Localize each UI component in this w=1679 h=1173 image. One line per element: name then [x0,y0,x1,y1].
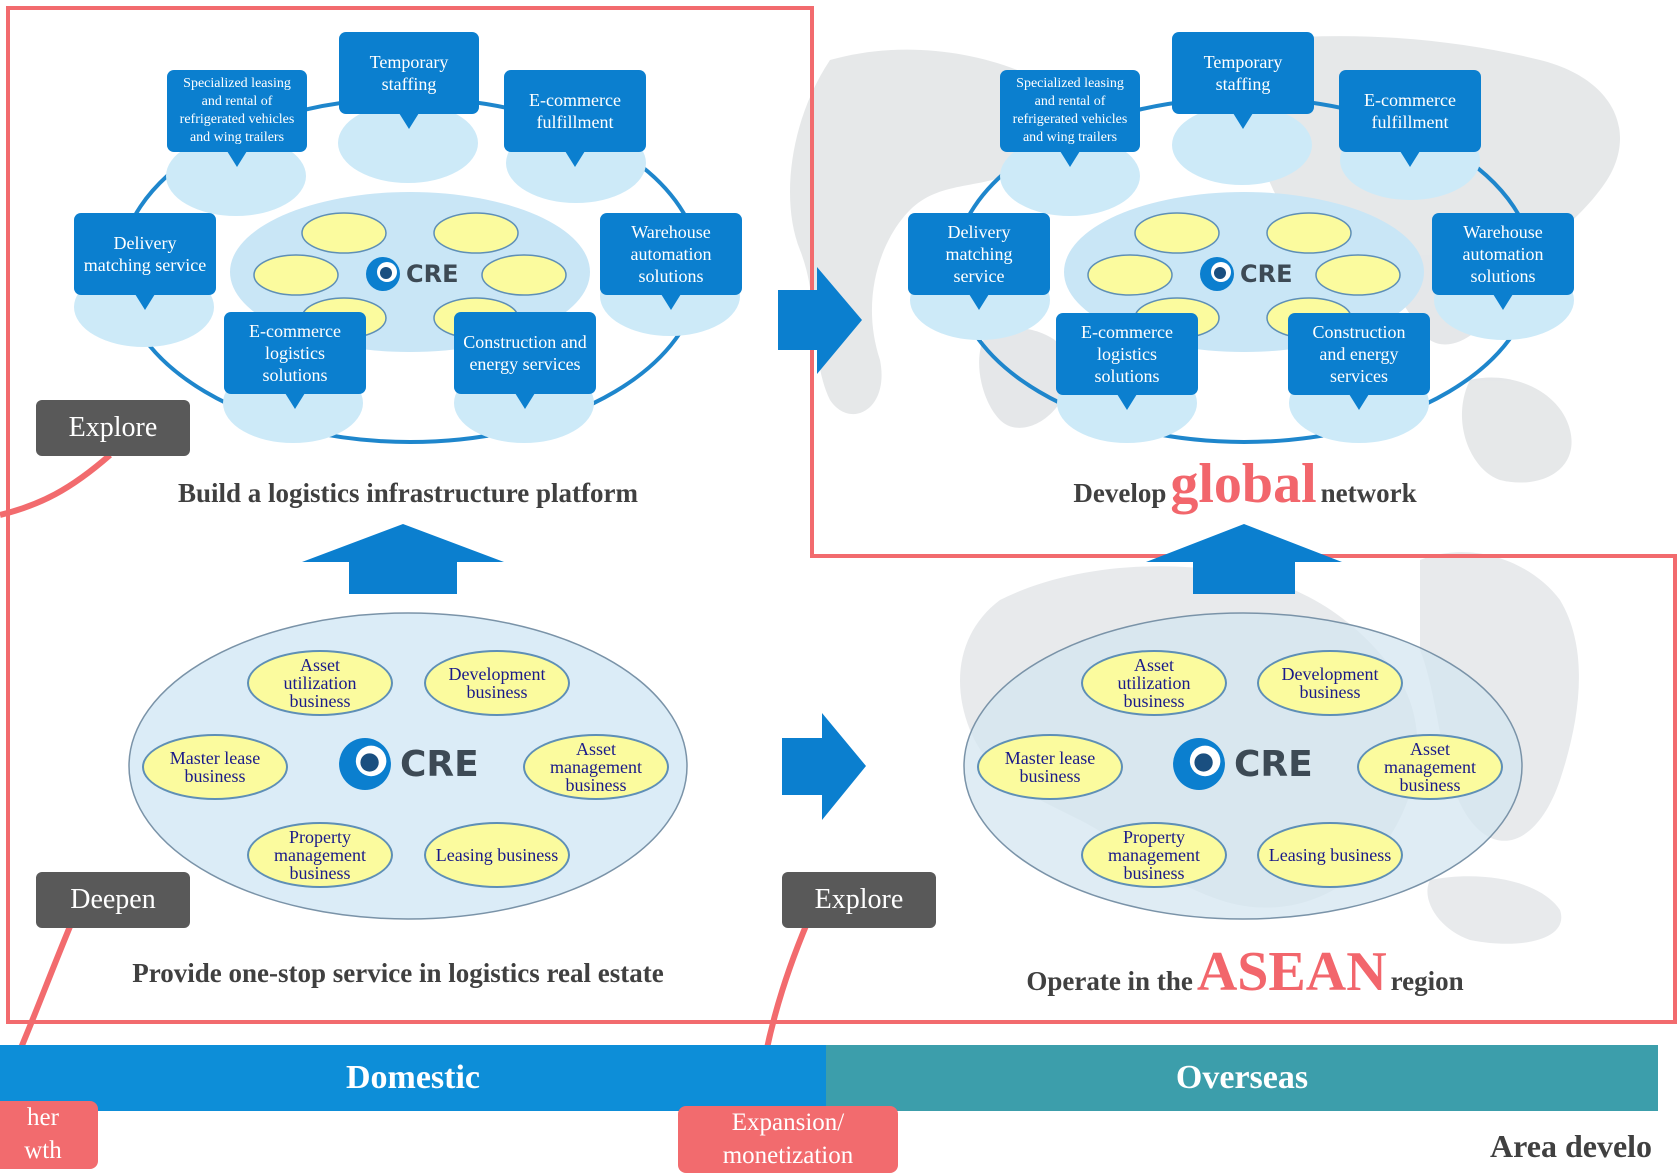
services-ellipse-asean [963,612,1523,920]
curve-arrow-explore-top [0,452,112,518]
domestic-band [0,1045,826,1111]
services-ellipse-domestic [128,612,688,920]
right-arrow-top [778,267,862,374]
red-frame [6,6,1677,1024]
up-arrow-left [302,524,504,594]
right-arrow-bottom [782,713,866,820]
overseas-band [826,1045,1658,1111]
platform-diagram-left [74,96,740,444]
up-arrow-right [1146,524,1342,594]
